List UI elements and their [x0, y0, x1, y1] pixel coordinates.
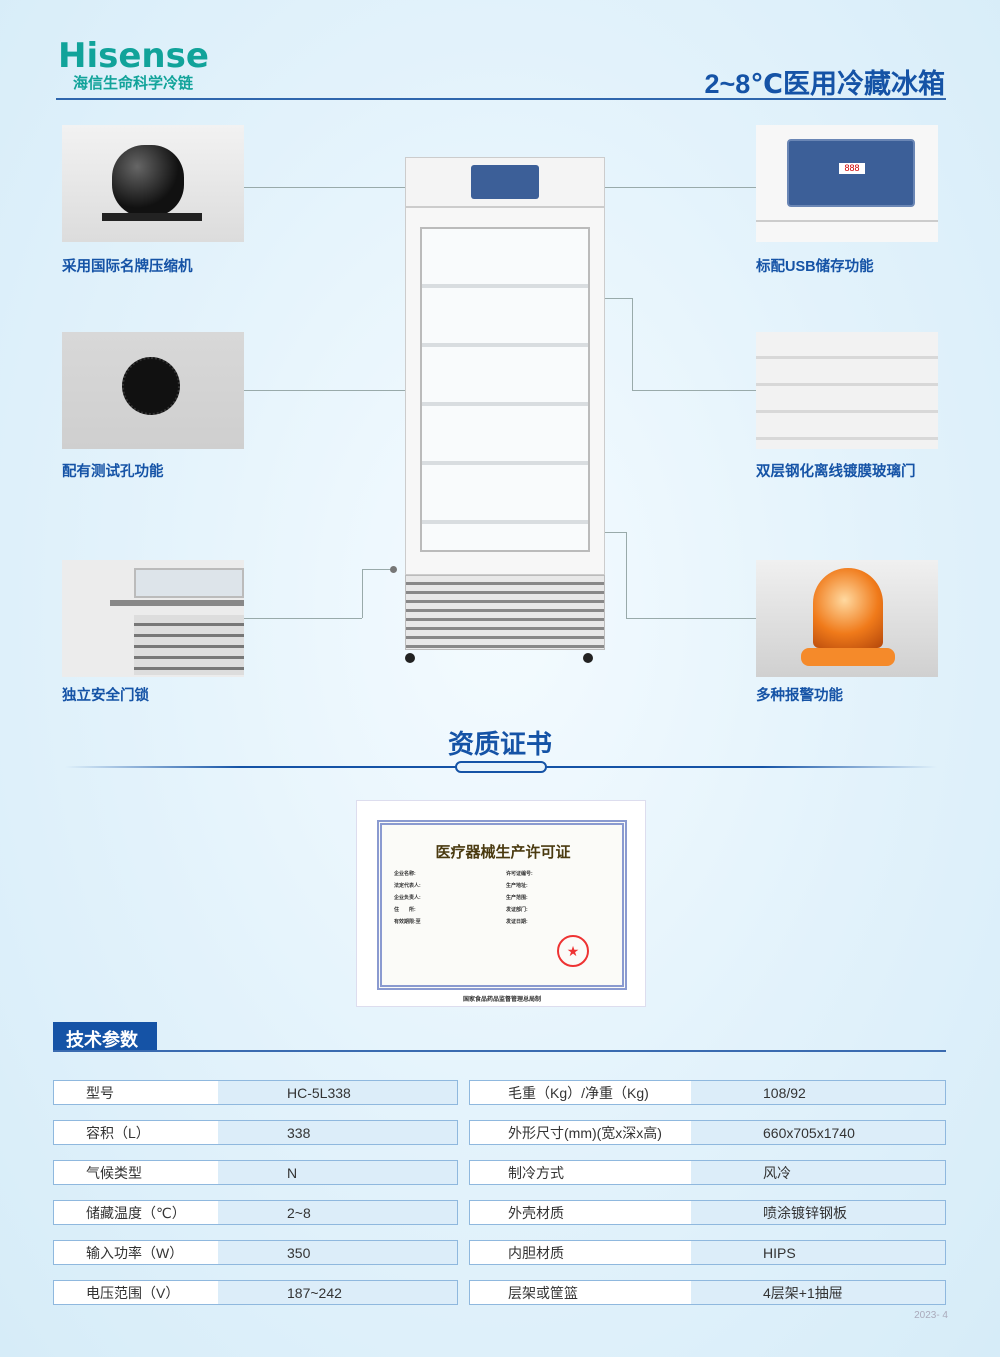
header-divider [56, 98, 946, 100]
control-panel-image: 888 [756, 125, 938, 242]
spec-row: 外形尺寸(mm)(宽x深x高) 660x705x1740 [469, 1120, 946, 1145]
spec-row: 电压范围（V） 187~242 [53, 1280, 458, 1305]
spec-label: 输入功率（W） [54, 1241, 218, 1264]
feature-label-door-lock: 独立安全门锁 [62, 688, 149, 704]
spec-row: 气候类型 N [53, 1160, 458, 1185]
spec-value: HC-5L338 [218, 1081, 457, 1104]
spec-row: 内胆材质 HIPS [469, 1240, 946, 1265]
brand-logo: Hisense [58, 36, 209, 76]
cert-field: 住 所: [394, 907, 416, 913]
door-lock-image [62, 560, 244, 677]
alarm-light-image [756, 560, 938, 677]
spec-value: 4层架+1抽屉 [691, 1281, 945, 1304]
cert-field: 企业负责人: [394, 895, 421, 901]
spec-value: 350 [218, 1241, 457, 1264]
feature-label-glass-door: 双层钢化离线镀膜玻璃门 [756, 464, 916, 480]
spec-row: 制冷方式 风冷 [469, 1160, 946, 1185]
spec-row: 层架或筐篮 4层架+1抽屉 [469, 1280, 946, 1305]
spec-label: 容积（L） [54, 1121, 218, 1144]
cert-field: 发证部门: [506, 907, 528, 913]
cert-field: 有效期限:至 [394, 919, 421, 925]
cert-field: 发证日期: [506, 919, 528, 925]
spec-label: 电压范围（V） [54, 1281, 218, 1304]
spec-label: 制冷方式 [470, 1161, 691, 1184]
spec-row: 容积（L） 338 [53, 1120, 458, 1145]
brand-subtitle: 海信生命科学冷链 [73, 75, 194, 92]
feature-label-alarm: 多种报警功能 [756, 688, 843, 704]
panel-display: 888 [839, 163, 865, 174]
certificate-issuer: 国家食品药品监督管理总局制 [462, 997, 541, 1003]
spec-value: 338 [218, 1121, 457, 1144]
seal-stamp: ★ [557, 935, 589, 967]
spec-label: 层架或筐篮 [470, 1281, 691, 1304]
certificate-title: 医疗器械生产许可证 [435, 844, 571, 861]
cert-field: 许可证编号: [506, 871, 533, 877]
cert-field: 法定代表人: [394, 883, 421, 889]
spec-label: 储藏温度（℃） [54, 1201, 218, 1224]
spec-label: 毛重（Kg）/净重（Kg) [470, 1081, 691, 1104]
spec-label: 型号 [54, 1081, 218, 1104]
spec-row: 储藏温度（℃） 2~8 [53, 1200, 458, 1225]
specs-divider [53, 1050, 946, 1052]
cert-field: 企业名称: [394, 871, 416, 877]
spec-value: 108/92 [691, 1081, 945, 1104]
spec-value: HIPS [691, 1241, 945, 1264]
spec-row: 型号 HC-5L338 [53, 1080, 458, 1105]
compressor-image [62, 125, 244, 242]
spec-value: 660x705x1740 [691, 1121, 945, 1144]
glass-door-image [756, 332, 938, 449]
feature-label-test-hole: 配有测试孔功能 [62, 464, 164, 480]
spec-row: 输入功率（W） 350 [53, 1240, 458, 1265]
spec-value: 喷涂镀锌钢板 [691, 1201, 945, 1224]
cert-field: 生产地址: [506, 883, 528, 889]
ornament [455, 761, 547, 773]
cert-field: 生产范围: [506, 895, 528, 901]
spec-value: 风冷 [691, 1161, 945, 1184]
specs-title: 技术参数 [53, 1022, 157, 1052]
feature-label-compressor: 采用国际名牌压缩机 [62, 259, 193, 275]
spec-label: 气候类型 [54, 1161, 218, 1184]
spec-value: N [218, 1161, 457, 1184]
spec-row: 毛重（Kg）/净重（Kg) 108/92 [469, 1080, 946, 1105]
spec-label: 外壳材质 [470, 1201, 691, 1224]
spec-label: 外形尺寸(mm)(宽x深x高) [470, 1121, 691, 1144]
spec-label: 内胆材质 [470, 1241, 691, 1264]
spec-value: 187~242 [218, 1281, 457, 1304]
spec-row: 外壳材质 喷涂镀锌钢板 [469, 1200, 946, 1225]
certificate-section-title: 资质证书 [447, 729, 552, 759]
fridge-product-image [405, 157, 605, 665]
page-title: 2~8℃医用冷藏冰箱 [704, 69, 946, 99]
footer-date: 2023- 4 [914, 1310, 948, 1321]
test-hole-image [62, 332, 244, 449]
spec-value: 2~8 [218, 1201, 457, 1224]
certificate-image: 医疗器械生产许可证 企业名称: 许可证编号: 法定代表人: 生产地址: 企业负责人:… [356, 800, 646, 1007]
feature-label-usb: 标配USB储存功能 [756, 259, 874, 275]
